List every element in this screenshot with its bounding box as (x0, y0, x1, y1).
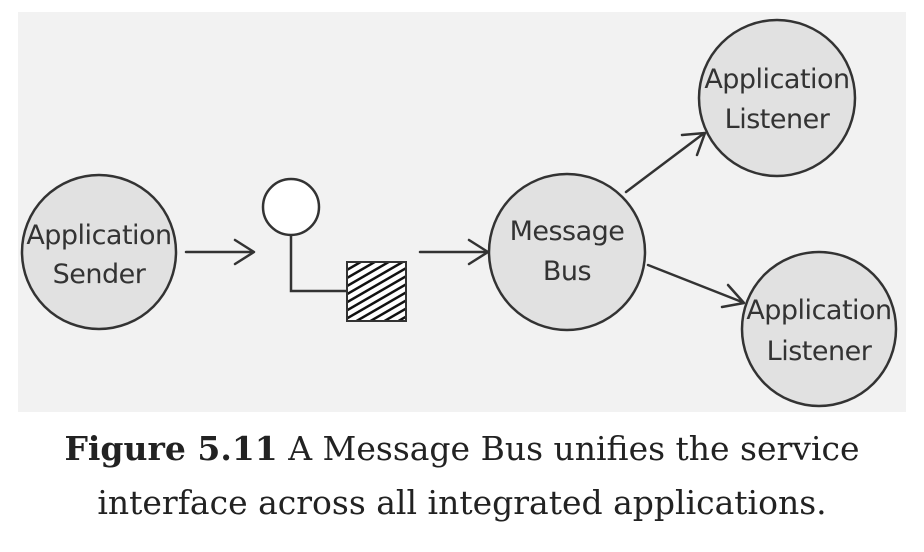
listener-bottom-label-line2: Listener (767, 336, 873, 367)
listener-top-label-line1: Application (704, 64, 849, 95)
bus-label-line1: Message (510, 216, 625, 247)
figure-number: Figure 5.11 (64, 429, 278, 468)
service-interface-symbol (261, 177, 407, 322)
figure-caption: Figure 5.11 A Message Bus unifies the se… (0, 422, 924, 530)
message-bus-node: Message Bus (487, 172, 647, 332)
arrow-bus-to-listener-bottom (646, 263, 746, 309)
application-sender-node: Application Sender (20, 173, 178, 331)
hatched-component-icon (346, 261, 407, 322)
arrow-bus-to-listener-top (624, 131, 707, 194)
bus-label-line2: Bus (543, 256, 591, 287)
application-listener-bottom-node: Application Listener (740, 250, 898, 408)
sender-label-line1: Application (26, 220, 171, 251)
arrow-sender-to-interface (184, 238, 256, 266)
listener-bottom-label-line1: Application (746, 295, 891, 326)
listener-top-label-line2: Listener (725, 104, 831, 135)
caption-text-1: A Message Bus unifies the service (277, 429, 860, 468)
interface-lollipop-icon (261, 177, 321, 237)
sender-label-line2: Sender (53, 259, 147, 290)
caption-line-2: interface across all integrated applicat… (97, 483, 827, 522)
message-bus-diagram: Application Sender Message Bus Applicati… (18, 12, 906, 412)
application-listener-top-node: Application Listener (697, 18, 857, 178)
caption-line-1: Figure 5.11 A Message Bus unifies the se… (0, 422, 924, 476)
